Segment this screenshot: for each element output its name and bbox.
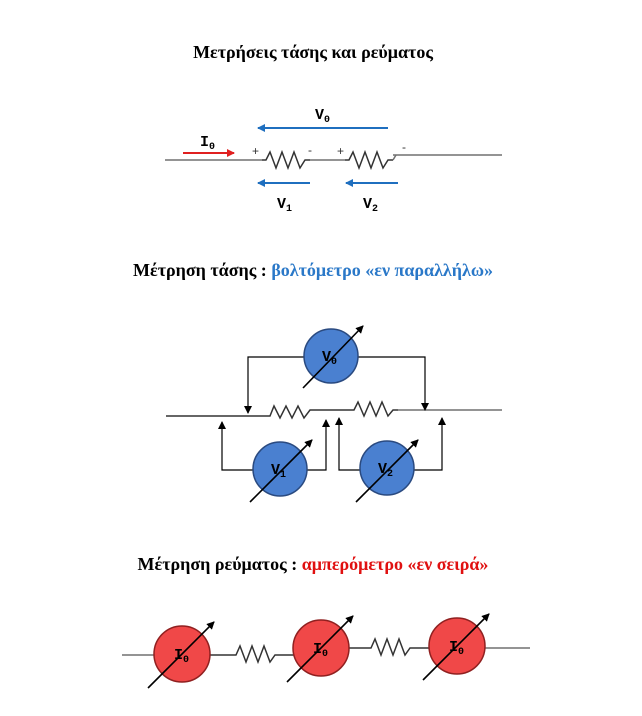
resistor-2: [345, 149, 393, 171]
voltmeter-v2: [359, 440, 415, 496]
ammeter-1-label: I0: [174, 647, 189, 666]
voltage2-label: V2: [363, 196, 378, 215]
voltage1-label: V1: [277, 196, 292, 215]
v1-lead-left: [218, 421, 255, 471]
voltmeter-v2-label: V2: [378, 461, 393, 480]
plus-sign-r1: +: [252, 144, 259, 158]
v2-lead-right: [412, 417, 446, 471]
voltmeter-v2-needle: [355, 439, 419, 503]
voltmeter-v0: [303, 328, 359, 384]
voltmeter-v1: [252, 441, 308, 497]
section1-title: Μετρήσεις τάσης και ρεύματος: [193, 42, 433, 62]
voltmeter-v0-label: V0: [322, 349, 337, 368]
ammeter-2-label: I0: [313, 641, 328, 660]
ammeter-3-needle: [422, 613, 490, 681]
section3-title: Μέτρηση ρεύματος : αμπερόμετρο «εν σειρά…: [138, 554, 489, 574]
v1-lead-right: [304, 419, 330, 471]
v2-lead-left: [335, 417, 362, 471]
v0-lead-left: [244, 356, 305, 414]
v0-lead-right: [358, 356, 429, 411]
a-resistor-1: [232, 643, 280, 665]
v-resistor-1: [266, 404, 314, 420]
resistor-1: [262, 149, 310, 171]
wire-joint: [392, 154, 397, 161]
v-resistor-2: [350, 400, 398, 418]
ammeter-1-needle: [147, 621, 215, 689]
minus-sign-r2: -: [402, 140, 406, 154]
ammeter-2-needle: [286, 615, 354, 683]
voltmeter-v1-needle: [249, 439, 313, 503]
voltmeter-v0-needle: [302, 325, 364, 389]
a-resistor-2: [367, 636, 415, 658]
total-voltage-label: V0: [315, 107, 330, 126]
ammeter-3-label: I0: [449, 639, 464, 658]
section2-title: Μέτρηση τάσης : βολτόμετρο «εν παραλλήλω…: [133, 260, 493, 280]
minus-sign-r1: -: [308, 143, 312, 157]
current-label: I0: [200, 134, 215, 153]
plus-sign-r2: +: [337, 144, 344, 158]
voltmeter-v1-label: V1: [271, 462, 286, 481]
